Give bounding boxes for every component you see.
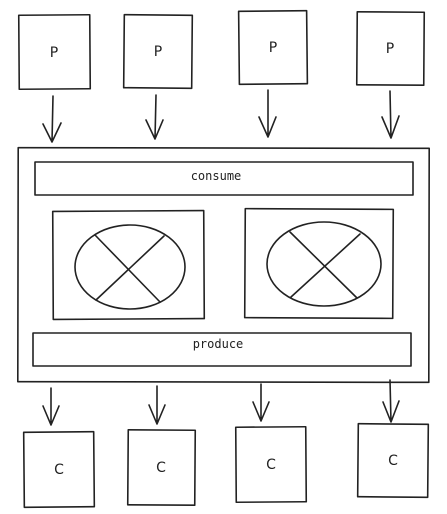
producer-box-1: P xyxy=(17,13,92,91)
arrow-down-icon xyxy=(42,95,62,143)
consume-label: consume xyxy=(191,169,242,183)
producer-label: P xyxy=(50,45,58,61)
arrow-down-icon xyxy=(258,89,277,138)
produce-bar: produce xyxy=(32,332,412,367)
producer-label: P xyxy=(269,40,277,56)
arrow-down-icon xyxy=(42,387,60,426)
worker-box-2 xyxy=(243,207,395,320)
arrow-down-icon xyxy=(381,90,400,139)
consumer-label: C xyxy=(388,453,398,469)
processor-container: consume produce xyxy=(16,146,431,384)
consumer-box-4: C xyxy=(356,422,430,499)
consumer-box-2: C xyxy=(126,428,197,507)
worker-box-1 xyxy=(51,209,206,321)
producer-box-4: P xyxy=(355,10,426,87)
consumer-label: C xyxy=(266,457,276,473)
producer-label: P xyxy=(386,41,394,57)
arrow-down-icon xyxy=(145,94,164,140)
consumer-label: C xyxy=(156,460,166,476)
consumer-box-3: C xyxy=(234,425,308,504)
produce-label: produce xyxy=(193,337,244,351)
arrow-down-icon xyxy=(382,379,400,423)
arrow-down-icon xyxy=(252,383,270,422)
x-circle-icon xyxy=(74,224,186,310)
arrow-down-icon xyxy=(148,385,166,425)
consumer-label: C xyxy=(54,462,64,478)
producer-label: P xyxy=(154,44,162,60)
producer-box-3: P xyxy=(237,9,309,86)
consume-bar: consume xyxy=(34,161,414,196)
consumer-box-1: C xyxy=(22,430,96,509)
x-circle-icon xyxy=(266,221,382,307)
producer-box-2: P xyxy=(122,13,194,90)
